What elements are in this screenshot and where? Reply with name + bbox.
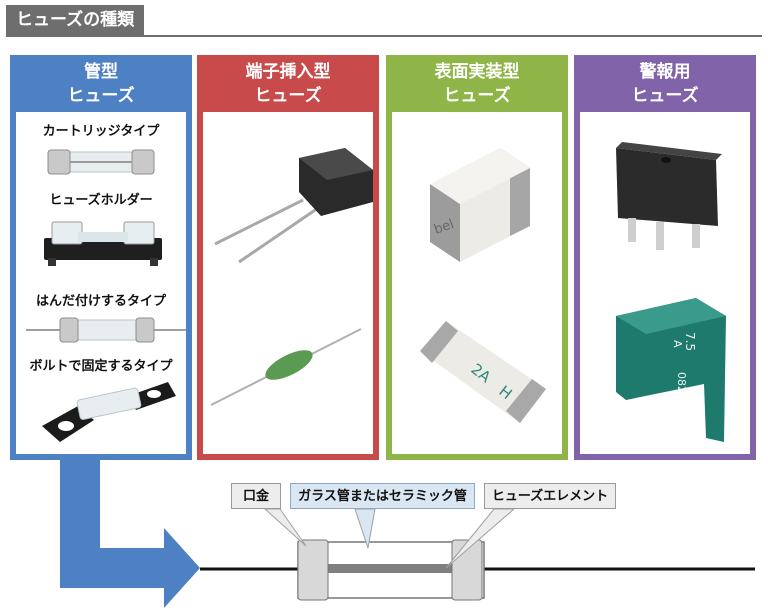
- column-title-line2: ヒューズ: [254, 86, 322, 106]
- bolt-fuse-image: [42, 382, 176, 442]
- alarm-fuse-image-green: 7.5 A 082: [616, 298, 726, 442]
- column-tube-fuse: 管型 ヒューズ カートリッジタイプ ヒューズホルダー はんだ付けするタイプ ボル…: [10, 55, 192, 460]
- alarm-rating-mark: 7.5: [683, 332, 697, 351]
- column-title-line2: ヒューズ: [631, 86, 699, 106]
- callout-pointer-tube: [354, 508, 376, 549]
- label-fuse-element: ヒューズエレメント: [484, 483, 616, 509]
- smd-brand-mark: bel: [432, 217, 456, 238]
- column-body: 7.5 A 082: [580, 112, 750, 454]
- column-body: [203, 112, 373, 454]
- callout-pointer-cap: [263, 508, 307, 547]
- column-header: 端子挿入型 ヒューズ: [197, 55, 379, 112]
- title-underline: [6, 35, 762, 37]
- alarm-fuse-image-black: [616, 142, 722, 250]
- label-solder-type: はんだ付けするタイプ: [35, 294, 166, 309]
- label-end-cap: 口金: [231, 483, 281, 509]
- smd-fuse-image-1: bel: [430, 148, 530, 262]
- radial-fuse-image: [214, 148, 373, 264]
- column-title-line1: 端子挿入型: [245, 62, 331, 82]
- label-fuse-holder: ヒューズホルダー: [49, 193, 153, 208]
- page-title: ヒューズの種類: [6, 5, 145, 35]
- alarm-unit-mark: A: [671, 340, 684, 348]
- column-header: 管型 ヒューズ: [10, 55, 192, 112]
- axial-fuse-image: [210, 328, 362, 406]
- column-alarm-fuse: 警報用 ヒューズ 7.5 A 082: [574, 55, 756, 460]
- end-cap-left: [297, 539, 329, 601]
- column-plugin-fuse: 端子挿入型 ヒューズ: [197, 55, 379, 460]
- fuse-holder-image: [44, 221, 162, 266]
- column-smd-fuse: 表面実装型 ヒューズ bel 2A H: [386, 55, 568, 460]
- alarm-code-mark: 082: [675, 372, 688, 393]
- column-title-line2: ヒューズ: [443, 86, 511, 106]
- column-body: bel 2A H: [392, 112, 562, 454]
- solder-fuse-image: [26, 317, 186, 343]
- label-bolt-type: ボルトで固定するタイプ: [29, 359, 173, 374]
- column-title-line1: 表面実装型: [434, 62, 520, 82]
- column-title-line2: ヒューズ: [67, 86, 135, 106]
- callout-pointer-element: [445, 508, 516, 569]
- smd-fuse-image-2: 2A H: [420, 321, 546, 423]
- label-cartridge-type: カートリッジタイプ: [42, 124, 160, 139]
- column-title-line1: 警報用: [639, 62, 691, 82]
- column-header: 表面実装型 ヒューズ: [386, 55, 568, 112]
- label-tube: ガラス管またはセラミック管: [290, 483, 475, 509]
- column-header: 警報用 ヒューズ: [574, 55, 756, 112]
- column-body: カートリッジタイプ ヒューズホルダー はんだ付けするタイプ ボルトで固定するタイ…: [16, 112, 186, 454]
- column-title-line1: 管型: [84, 62, 118, 82]
- fuse-element: [320, 564, 458, 573]
- cartridge-fuse-image: [47, 149, 155, 175]
